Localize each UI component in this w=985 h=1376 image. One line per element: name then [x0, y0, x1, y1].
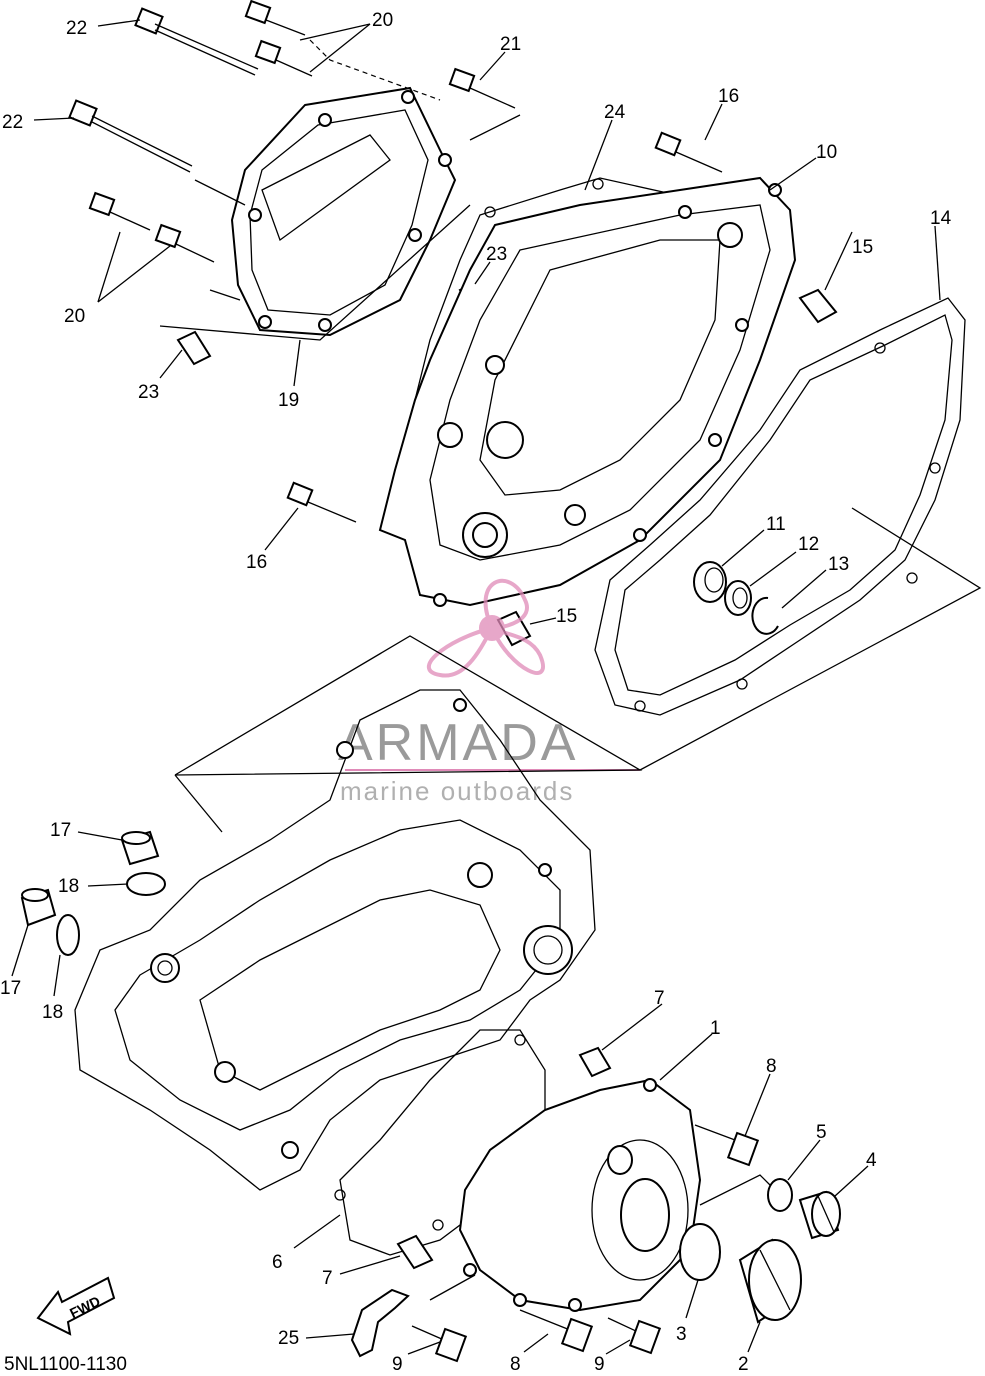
o-ring-18-b [56, 914, 80, 956]
dowel-7-b [396, 1234, 434, 1270]
callout-25: 25 [278, 1328, 299, 1349]
bolt-9-right [607, 1317, 662, 1355]
callout-19: 19 [278, 390, 299, 411]
o-ring-3 [679, 1223, 721, 1281]
callout-1: 1 [710, 1018, 721, 1039]
callout-15-top: 15 [852, 237, 873, 258]
o-ring-18-a [126, 872, 166, 896]
callout-3: 3 [676, 1324, 687, 1345]
callout-4: 4 [866, 1150, 877, 1171]
callout-17-left: 17 [0, 978, 21, 999]
callout-13: 13 [828, 554, 849, 575]
washer-12 [724, 580, 752, 616]
callout-11: 11 [766, 514, 786, 535]
dowel-23-b [176, 330, 212, 366]
callout-18-left: 18 [42, 1002, 63, 1023]
bolt-9-left [411, 1325, 468, 1363]
bolt-20-d [154, 223, 215, 263]
callout-2: 2 [738, 1354, 749, 1375]
crankcase [74, 689, 596, 1191]
o-ring-5 [767, 1178, 793, 1212]
fwd-arrow-icon: FWD [36, 1276, 116, 1336]
generator-cover-1 [458, 1078, 702, 1312]
callout-24: 24 [604, 102, 626, 123]
callout-16-lower: 16 [246, 552, 267, 573]
callout-10: 10 [816, 142, 837, 163]
callout-7-top: 7 [654, 988, 665, 1009]
bearing-17-a [120, 830, 160, 866]
callout-22-top: 22 [66, 18, 87, 39]
plug-2 [738, 1238, 802, 1324]
bolt-8-upper [694, 1124, 760, 1167]
callout-15-lower: 15 [556, 606, 577, 627]
long-bolt-22-lower [68, 99, 193, 173]
bolt-16-lower [286, 481, 357, 523]
callout-18-top: 18 [58, 876, 79, 897]
watermark-tagline: marine outboards [340, 776, 574, 806]
watermark-logo [426, 579, 545, 678]
dowel-7-a [578, 1046, 612, 1078]
callout-8-lower: 8 [510, 1354, 521, 1375]
bolt-20-a [244, 0, 306, 36]
bolt-21 [448, 67, 516, 109]
callout-7-lower: 7 [322, 1268, 333, 1289]
callout-9-right: 9 [594, 1354, 605, 1375]
callout-23-mid: 23 [486, 244, 507, 265]
assembly-lines [159, 39, 982, 1301]
dowel-15-a [798, 288, 838, 324]
callout-9-left: 9 [392, 1354, 403, 1375]
bolt-16-upper [654, 131, 723, 173]
gasket-14 [594, 297, 966, 716]
bearing-17-b [20, 888, 57, 927]
callout-14: 14 [930, 208, 952, 229]
callout-22-left: 22 [2, 112, 23, 133]
callout-5: 5 [816, 1122, 827, 1143]
callout-21: 21 [500, 34, 521, 55]
callout-8-top: 8 [766, 1056, 777, 1077]
clutch-cover-19 [230, 86, 457, 337]
callout-12: 12 [798, 534, 819, 555]
callout-23-left: 23 [138, 382, 159, 403]
bolt-8-lower [519, 1309, 594, 1353]
clip-13 [751, 596, 779, 635]
callout-labels: 22 20 21 22 24 16 10 14 15 23 20 23 19 1… [0, 10, 952, 1375]
leader-lines [11, 19, 941, 1355]
plug-4 [798, 1190, 841, 1240]
clamp-25 [350, 1288, 410, 1358]
seal-11 [693, 561, 727, 603]
callout-6: 6 [272, 1252, 283, 1273]
diagram-code: 5NL1100-1130 [4, 1354, 127, 1375]
crankcase-cover-10 [378, 176, 797, 607]
callout-20-top: 20 [372, 10, 393, 31]
long-bolt-22-upper [134, 7, 259, 76]
callout-17-top: 17 [50, 820, 71, 841]
watermark-brand: ARMADA [338, 714, 578, 772]
bolt-20-c [88, 191, 151, 231]
callout-20-left: 20 [64, 306, 85, 327]
bolt-20-b [254, 39, 313, 77]
callout-16-top: 16 [718, 86, 739, 107]
